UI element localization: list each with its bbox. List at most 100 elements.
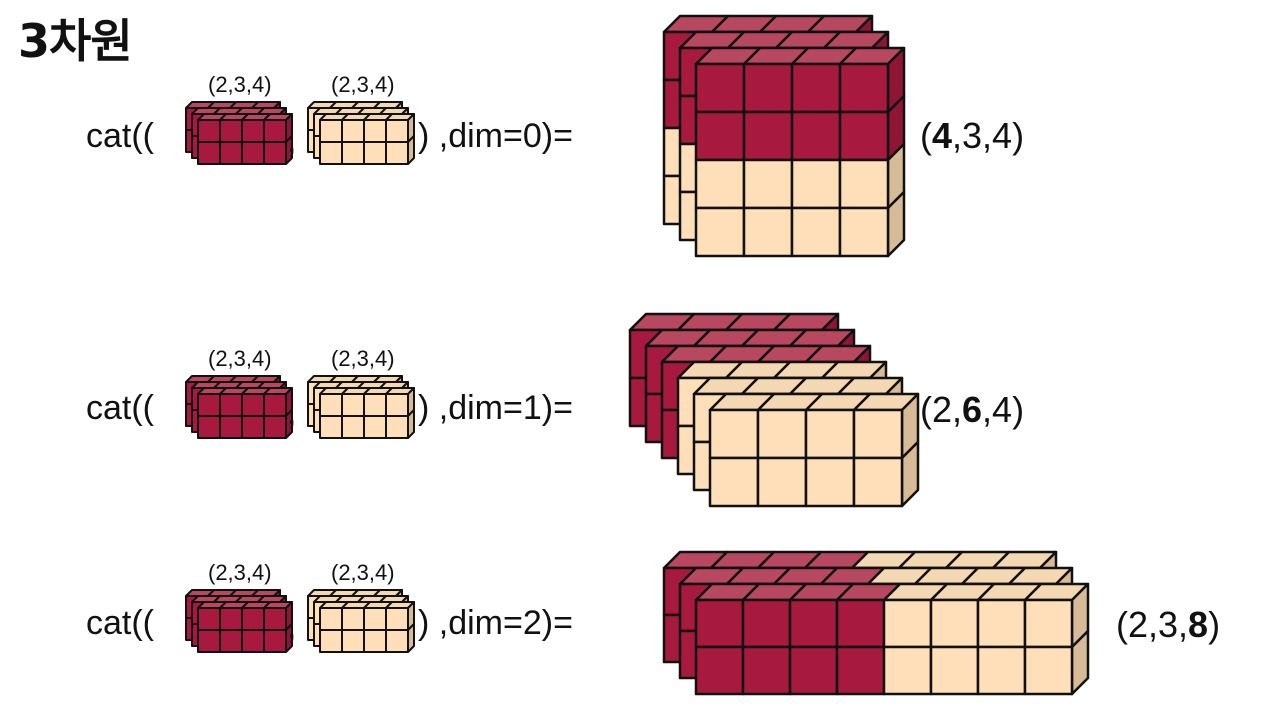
voxel-front-face — [835, 645, 886, 696]
voxel-front-face — [219, 393, 243, 417]
voxel-front-face — [741, 598, 792, 649]
voxel-front-face — [756, 408, 808, 460]
input-tensor-a-red — [185, 101, 293, 165]
voxel-front-face — [241, 393, 265, 417]
cat-prefix: cat(( — [86, 117, 154, 155]
input-tensor-b-beige — [307, 589, 415, 653]
voxel-front-face — [263, 141, 287, 165]
input-tensor-b-beige — [307, 101, 415, 165]
voxel-front-face — [694, 645, 745, 696]
voxel-front-face — [694, 62, 746, 114]
voxel-front-face — [694, 110, 746, 162]
result-shape-label: (2,6,4) — [920, 389, 1025, 430]
voxel-front-face — [241, 141, 265, 165]
voxel-front-face — [1023, 598, 1074, 649]
voxel-front-face — [788, 645, 839, 696]
input-b-shape-label: (2,3,4) — [331, 72, 395, 97]
voxel-front-face — [882, 645, 933, 696]
voxel-front-face — [197, 629, 221, 653]
voxel-front-face — [319, 393, 343, 417]
voxel-front-face — [363, 415, 387, 439]
voxel-front-face — [341, 393, 365, 417]
voxel-front-face — [838, 110, 890, 162]
voxel-front-face — [852, 456, 904, 508]
voxel-front-face — [341, 119, 365, 143]
concat-dim-value: 4 — [932, 115, 953, 156]
voxel-front-face — [385, 393, 409, 417]
voxel-front-face — [219, 629, 243, 653]
voxel-front-face — [929, 598, 980, 649]
input-a-shape-label: (2,3,4) — [208, 560, 272, 585]
voxel-front-face — [241, 629, 265, 653]
voxel-front-face — [363, 607, 387, 631]
voxel-front-face — [1023, 645, 1074, 696]
voxel-front-face — [790, 62, 842, 114]
voxel-front-face — [319, 415, 343, 439]
voxel-front-face — [742, 158, 794, 210]
voxel-front-face — [385, 141, 409, 165]
voxel-front-face — [694, 206, 746, 258]
result-shape-label: (2,3,8) — [1116, 604, 1221, 645]
result-tensor-dim1 — [628, 312, 920, 508]
dim-suffix: ) ,dim=2)= — [418, 604, 573, 642]
dim-suffix: ) ,dim=0)= — [418, 117, 573, 155]
voxel-front-face — [838, 206, 890, 258]
voxel-front-face — [263, 119, 287, 143]
voxel-front-face — [341, 607, 365, 631]
comma: , — [287, 608, 297, 646]
voxel-front-face — [241, 415, 265, 439]
voxel-front-face — [882, 598, 933, 649]
voxel-front-face — [741, 645, 792, 696]
voxel-front-face — [319, 629, 343, 653]
comma: , — [287, 394, 297, 432]
voxel-front-face — [385, 629, 409, 653]
voxel-front-face — [263, 415, 287, 439]
dim-suffix: ) ,dim=1)= — [418, 389, 573, 427]
input-a-shape-label: (2,3,4) — [208, 72, 272, 97]
voxel-front-face — [197, 141, 221, 165]
voxel-front-face — [976, 598, 1027, 649]
voxel-front-face — [197, 119, 221, 143]
result-shape-label: (4,3,4) — [920, 115, 1025, 156]
voxel-front-face — [363, 393, 387, 417]
voxel-front-face — [838, 158, 890, 210]
voxel-front-face — [219, 607, 243, 631]
voxel-front-face — [197, 607, 221, 631]
voxel-front-face — [219, 119, 243, 143]
voxel-front-face — [263, 607, 287, 631]
voxel-front-face — [804, 408, 856, 460]
voxel-front-face — [694, 598, 745, 649]
voxel-front-face — [385, 415, 409, 439]
voxel-front-face — [708, 408, 760, 460]
voxel-front-face — [694, 158, 746, 210]
voxel-front-face — [929, 645, 980, 696]
voxel-front-face — [363, 119, 387, 143]
input-b-shape-label: (2,3,4) — [331, 560, 395, 585]
voxel-front-face — [742, 110, 794, 162]
voxel-front-face — [341, 415, 365, 439]
concat-dim-value: 6 — [962, 389, 983, 430]
voxel-front-face — [756, 456, 808, 508]
comma: , — [287, 122, 297, 160]
cat-prefix: cat(( — [86, 604, 154, 642]
voxel-front-face — [708, 456, 760, 508]
voxel-front-face — [319, 141, 343, 165]
input-b-shape-label: (2,3,4) — [331, 346, 395, 371]
voxel-front-face — [976, 645, 1027, 696]
voxel-front-face — [790, 206, 842, 258]
voxel-front-face — [197, 393, 221, 417]
input-tensor-b-beige — [307, 375, 415, 439]
voxel-front-face — [742, 206, 794, 258]
voxel-front-face — [319, 607, 343, 631]
voxel-front-face — [263, 629, 287, 653]
input-a-shape-label: (2,3,4) — [208, 346, 272, 371]
concat-dim-value: 8 — [1188, 604, 1209, 645]
voxel-front-face — [790, 110, 842, 162]
voxel-front-face — [852, 408, 904, 460]
cat-prefix: cat(( — [86, 389, 154, 427]
voxel-front-face — [341, 141, 365, 165]
voxel-front-face — [341, 629, 365, 653]
voxel-front-face — [219, 141, 243, 165]
voxel-front-face — [319, 119, 343, 143]
voxel-front-face — [835, 598, 886, 649]
